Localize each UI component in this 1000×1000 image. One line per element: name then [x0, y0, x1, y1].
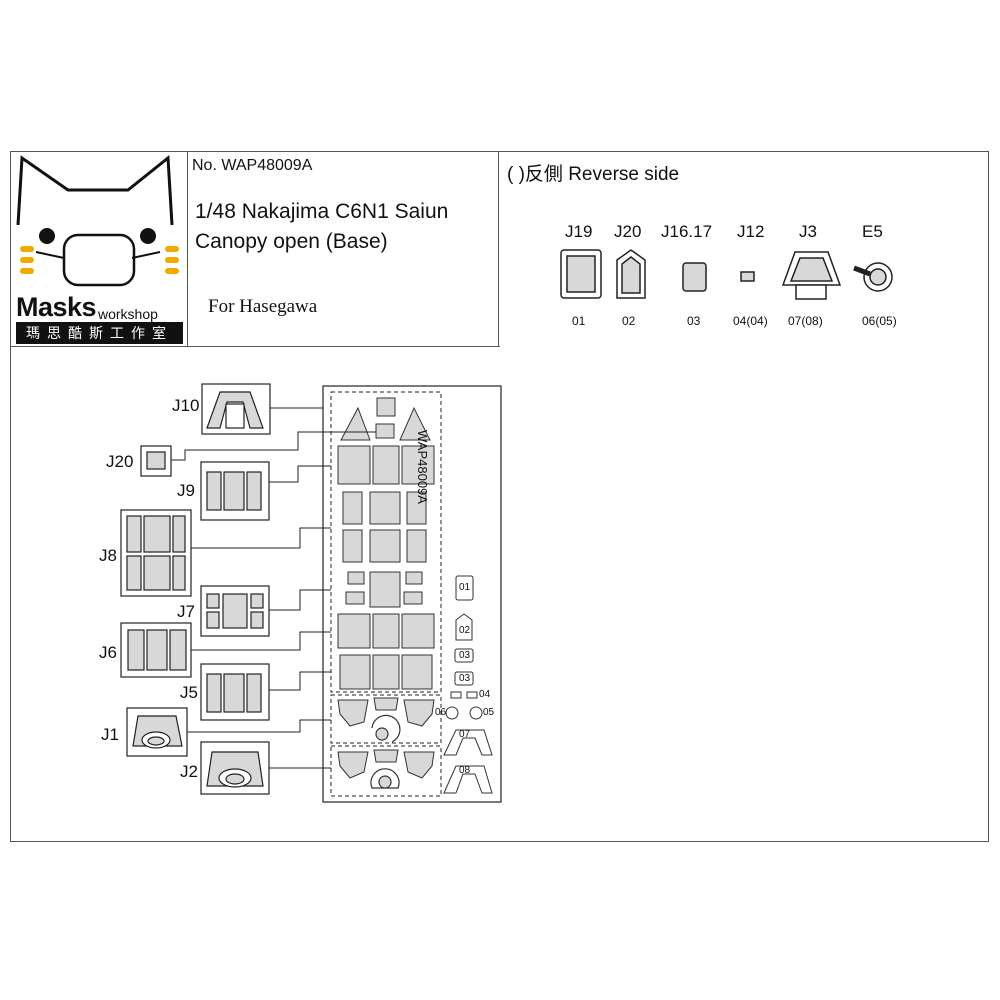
sheet-number-03a: 03: [459, 650, 471, 661]
reverse-label-j3: J3: [799, 222, 817, 241]
callout-label-j8: J8: [99, 546, 117, 565]
callout-label-j5: J5: [180, 683, 198, 702]
reverse-label-e5: E5: [862, 222, 883, 241]
reverse-part-j16-17: [682, 262, 707, 292]
sheet-round-masks: [370, 714, 401, 789]
reverse-label-j19: J19: [565, 222, 593, 241]
sheet-frame: [10, 151, 989, 842]
product-number: No. WAP48009A: [192, 157, 313, 174]
sheet-number-02: 02: [459, 625, 471, 636]
reverse-number-j3: 07(08): [788, 314, 823, 328]
reverse-label-j20: J20: [614, 222, 642, 241]
callout-label-j6: J6: [99, 643, 117, 662]
brand-name: Masks: [16, 292, 97, 322]
callout-label-j7: J7: [177, 602, 195, 621]
sheet-number-05: 05: [483, 707, 495, 718]
sheet-code: WAP48009A: [415, 430, 430, 504]
sheet-masks: [337, 397, 435, 779]
sheet-number-03b: 03: [459, 673, 471, 684]
reverse-number-j16-17: 03: [687, 314, 701, 328]
leader-lines: [171, 407, 376, 769]
callout-label-j1: J1: [101, 725, 119, 744]
header-divider: [10, 346, 500, 347]
mask-sheet: [322, 385, 502, 803]
reverse-part-j19: [560, 249, 602, 299]
sheet-number-08: 08: [459, 765, 471, 776]
reverse-label-j16-17: J16.17: [661, 222, 713, 241]
for-kit-text: For Hasegawa: [208, 296, 318, 317]
reverse-part-j3: [781, 251, 842, 300]
reverse-number-e5: 06(05): [862, 314, 897, 328]
reverse-side-heading: ( )反側 Reverse side: [507, 164, 680, 185]
reverse-part-e5: [853, 262, 893, 292]
sheet-small-masks: [443, 575, 493, 794]
sheet-number-07: 07: [459, 729, 471, 740]
reverse-number-j19: 01: [572, 314, 586, 328]
product-title-line1: 1/48 Nakajima C6N1 Saiun: [195, 200, 449, 223]
reverse-number-j20: 02: [622, 314, 636, 328]
reverse-part-j20: [616, 249, 646, 299]
sheet-number-04: 04: [479, 689, 491, 700]
logo-box: [10, 151, 188, 347]
callout-label-j9: J9: [177, 481, 195, 500]
brand-subtitle: workshop: [98, 306, 158, 322]
reverse-label-j12: J12: [737, 222, 765, 241]
reverse-number-j12: 04(04): [733, 314, 768, 328]
sheet-number-01: 01: [459, 582, 471, 593]
brand-cjk-bar: 瑪思酷斯工作室: [16, 322, 183, 344]
callout-label-j20: J20: [106, 452, 134, 471]
callout-label-j2: J2: [180, 762, 198, 781]
callout-label-j10: J10: [172, 396, 200, 415]
cat-logo-icon: [16, 155, 174, 287]
sheet-number-06: 06: [435, 707, 447, 718]
reverse-part-j12: [740, 271, 755, 282]
cat-whisker-marks: [20, 246, 179, 274]
product-title-line2: Canopy open (Base): [195, 230, 388, 253]
